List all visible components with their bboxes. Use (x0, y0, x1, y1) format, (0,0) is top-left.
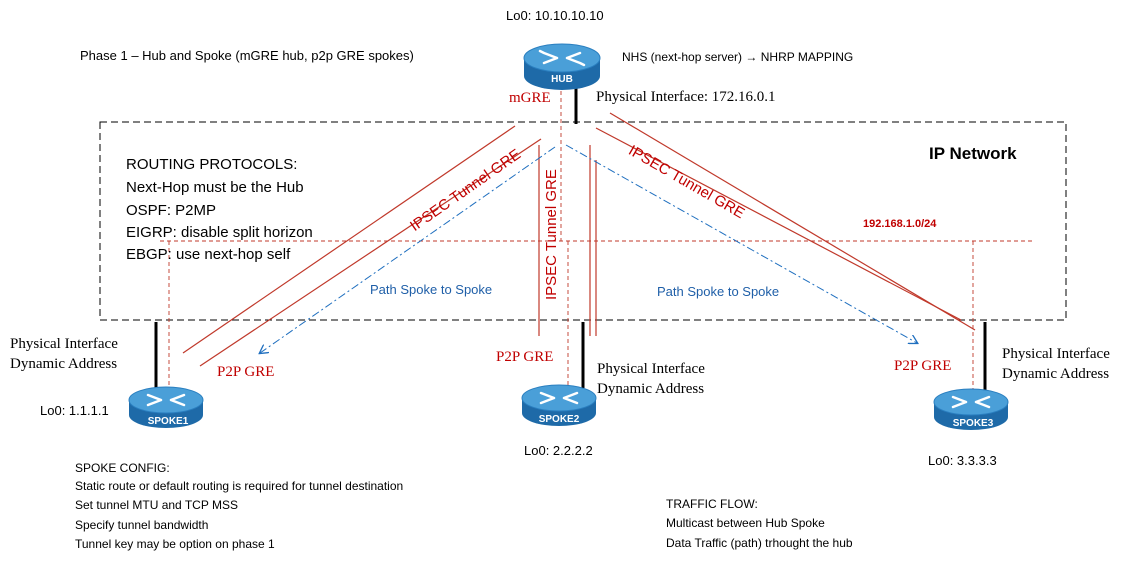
path-spoke-to-spoke-left (260, 146, 556, 353)
tunnel-right-line-b (609, 112, 976, 331)
hub-nhs-label: NHS (next-hop server) → NHRP MAPPING (622, 50, 853, 64)
spoke-config-line: Specify tunnel bandwidth (75, 518, 209, 532)
spoke1-router-icon[interactable]: SPOKE1 (128, 386, 204, 428)
spoke3-tunnel-type: P2P GRE (894, 358, 952, 374)
spoke-config-line: Tunnel key may be option on phase 1 (75, 537, 275, 551)
ip-network-label: IP Network (929, 144, 1017, 163)
ip-network-boundary (99, 121, 1067, 321)
spoke3-dynamic-address: Dynamic Address (1002, 366, 1110, 382)
diagram-title: Phase 1 – Hub and Spoke (mGRE hub, p2p G… (80, 48, 414, 63)
arrow-right-icon: → (745, 50, 758, 64)
traffic-flow-heading: TRAFFIC FLOW: (666, 497, 758, 511)
tunnel-left-line-b (199, 138, 542, 367)
spoke1-physical-interface: Physical Interface (10, 336, 118, 352)
hub-physical-interface: Physical Interface: 172.16.0.1 (596, 89, 776, 105)
tunnel-right-line-a (595, 127, 962, 321)
path-left-label: Path Spoke to Spoke (370, 282, 493, 297)
tunnel-middle-label: IPSEC Tunnel GRE (543, 169, 560, 300)
spoke2-physical-interface: Physical Interface (597, 361, 705, 377)
tunnel-left-line-a (182, 125, 516, 354)
hub-nhs-text: NHS (next-hop server) (622, 50, 743, 64)
svg-text:HUB: HUB (551, 74, 573, 85)
routing-protocols-heading: ROUTING PROTOCOLS: (126, 156, 298, 173)
spoke2-loopback: Lo0: 2.2.2.2 (524, 443, 593, 458)
hub-nhs-mapping: NHRP MAPPING (760, 50, 854, 64)
spoke-config-line: Set tunnel MTU and TCP MSS (75, 498, 238, 512)
path-spoke-to-spoke-right (565, 144, 917, 343)
spoke3-physical-interface: Physical Interface (1002, 346, 1110, 362)
svg-text:SPOKE3: SPOKE3 (953, 418, 994, 429)
spoke1-dynamic-address: Dynamic Address (10, 356, 118, 372)
spoke2-router-icon[interactable]: SPOKE2 (521, 384, 597, 426)
spoke1-loopback: Lo0: 1.1.1.1 (40, 403, 109, 418)
routing-line: EBGP: use next-hop self (126, 246, 291, 263)
routing-line: OSPF: P2MP (126, 202, 217, 219)
hub-loopback: Lo0: 10.10.10.10 (506, 8, 604, 23)
spoke2-dynamic-address: Dynamic Address (597, 381, 705, 397)
svg-text:SPOKE1: SPOKE1 (148, 416, 189, 427)
routing-line: EIGRP: disable split horizon (126, 224, 313, 241)
hub-tunnel-type: mGRE (509, 90, 551, 106)
spoke1-tunnel-type: P2P GRE (217, 364, 275, 380)
spoke3-loopback: Lo0: 3.3.3.3 (928, 453, 997, 468)
hub-router-icon[interactable]: HUB (523, 43, 601, 90)
spoke-config-line: Static route or default routing is requi… (75, 479, 404, 493)
routing-line: Next-Hop must be the Hub (126, 179, 304, 196)
svg-text:SPOKE2: SPOKE2 (539, 414, 580, 425)
spoke-config-heading: SPOKE CONFIG: (75, 461, 170, 475)
subnet-label: 192.168.1.0/24 (863, 218, 937, 230)
traffic-flow-line: Data Traffic (path) trhought the hub (666, 536, 853, 550)
spoke3-router-icon[interactable]: SPOKE3 (933, 388, 1009, 430)
path-right-label: Path Spoke to Spoke (657, 284, 780, 299)
traffic-flow-line: Multicast between Hub Spoke (666, 516, 825, 530)
spoke2-tunnel-type: P2P GRE (496, 349, 554, 365)
